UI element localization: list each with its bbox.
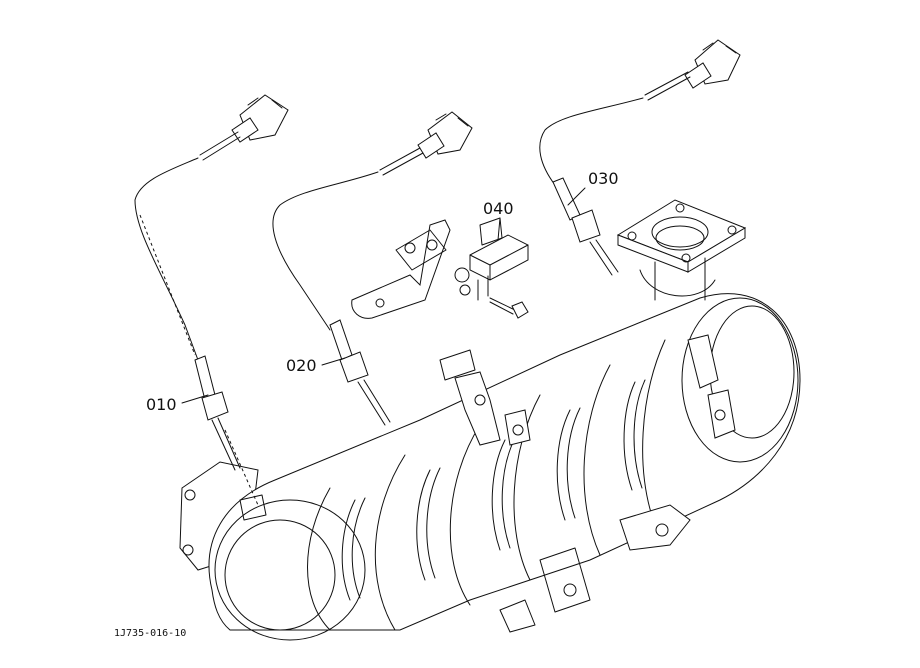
bracket-assembly [351, 217, 529, 319]
label-040: 040 [483, 199, 514, 218]
leader-lines [181, 187, 586, 404]
label-020: 020 [286, 356, 317, 375]
exhaust-canister [179, 293, 801, 641]
sensor-010 [134, 94, 289, 506]
label-010: 010 [146, 395, 177, 414]
sensor-030 [539, 39, 741, 276]
label-030: 030 [588, 169, 619, 188]
outlet-flange [616, 199, 747, 301]
sensor-020 [272, 111, 473, 426]
reference-code: 1J735-016-10 [114, 628, 186, 639]
